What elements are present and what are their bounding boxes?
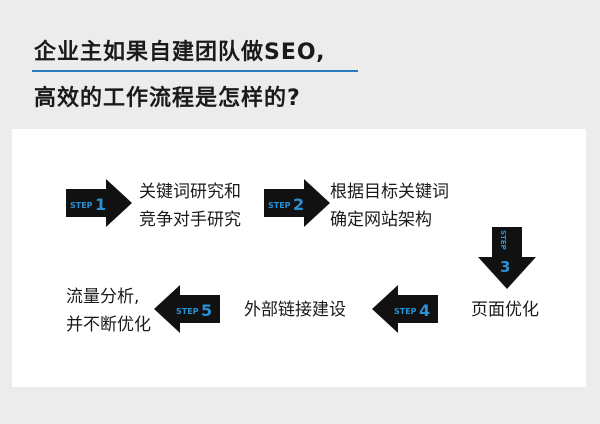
step-3-label: 页面优化 — [471, 300, 539, 320]
step-3-word: STEP — [499, 230, 507, 250]
step-2-number: 2 — [293, 195, 304, 214]
step-5-number: 5 — [201, 301, 212, 320]
title-line-2: 高效的工作流程是怎样的? — [34, 86, 301, 111]
step-4-arrow: STEP 4 — [372, 285, 438, 333]
step-2-arrow: STEP 2 — [264, 179, 330, 227]
step-4-number: 4 — [419, 301, 430, 320]
process-card: STEP 1 关键词研究和 竞争对手研究 STEP 2 根据目标关键词 确定网站… — [12, 129, 586, 387]
step-2-word: STEP — [268, 201, 291, 210]
step-3-number: 3 — [500, 258, 510, 276]
step-2-label: 根据目标关键词 确定网站架构 — [330, 182, 449, 230]
title-line-1: 企业主如果自建团队做SEO, — [34, 40, 326, 65]
step-1-word: STEP — [70, 201, 93, 210]
title-underline — [32, 70, 358, 72]
step-5-arrow: STEP 5 — [154, 285, 220, 333]
step-5-label: 流量分析, 并不断优化 — [66, 287, 151, 335]
step-1-number: 1 — [95, 195, 106, 214]
step-1-arrow: STEP 1 — [66, 179, 132, 227]
step-3-arrow: STEP 3 — [478, 227, 536, 289]
step-5-word: STEP — [176, 307, 199, 316]
step-4-word: STEP — [394, 307, 417, 316]
step-1-label: 关键词研究和 竞争对手研究 — [139, 182, 241, 230]
step-4-label: 外部链接建设 — [244, 300, 346, 320]
